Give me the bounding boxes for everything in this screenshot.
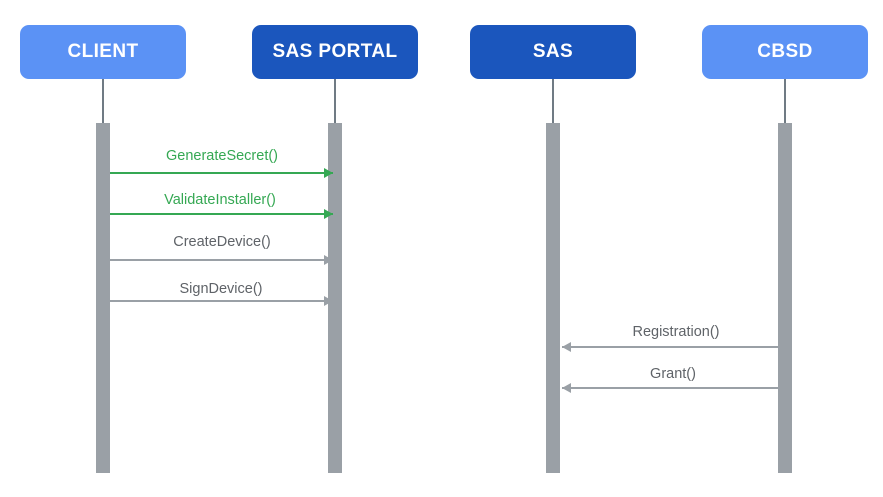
activation-bar-sas	[546, 123, 560, 473]
message-label-grant: Grant()	[650, 366, 696, 382]
participant-sas[interactable]: SAS	[470, 25, 636, 79]
participant-cbsd[interactable]: CBSD	[702, 25, 868, 79]
message-label-generate-secret: GenerateSecret()	[165, 148, 279, 164]
message-arrowhead-create-device	[324, 254, 333, 265]
message-line-registration	[562, 346, 778, 348]
message-label-create-device: CreateDevice()	[173, 234, 271, 250]
message-arrowhead-validate-installer	[324, 208, 333, 219]
message-line-grant	[562, 387, 778, 389]
lifeline-cbsd	[784, 79, 786, 123]
message-line-create-device	[110, 259, 333, 261]
message-label-registration: Registration()	[632, 324, 720, 340]
activation-bar-cbsd	[778, 123, 792, 473]
participant-sas-portal[interactable]: SAS PORTAL	[252, 25, 418, 79]
message-line-generate-secret	[110, 172, 333, 174]
participant-client[interactable]: CLIENT	[20, 25, 186, 79]
message-line-validate-installer	[110, 213, 333, 215]
lifeline-sas-portal	[334, 79, 336, 123]
message-label-sign-device: SignDevice()	[179, 281, 263, 297]
message-arrowhead-generate-secret	[324, 167, 333, 178]
message-arrowhead-registration	[562, 341, 571, 352]
lifeline-client	[102, 79, 104, 123]
lifeline-sas	[552, 79, 554, 123]
message-label-validate-installer: ValidateInstaller()	[164, 192, 276, 208]
message-arrowhead-grant	[562, 382, 571, 393]
activation-bar-client	[96, 123, 110, 473]
message-arrowhead-sign-device	[324, 295, 333, 306]
message-line-sign-device	[110, 300, 333, 302]
